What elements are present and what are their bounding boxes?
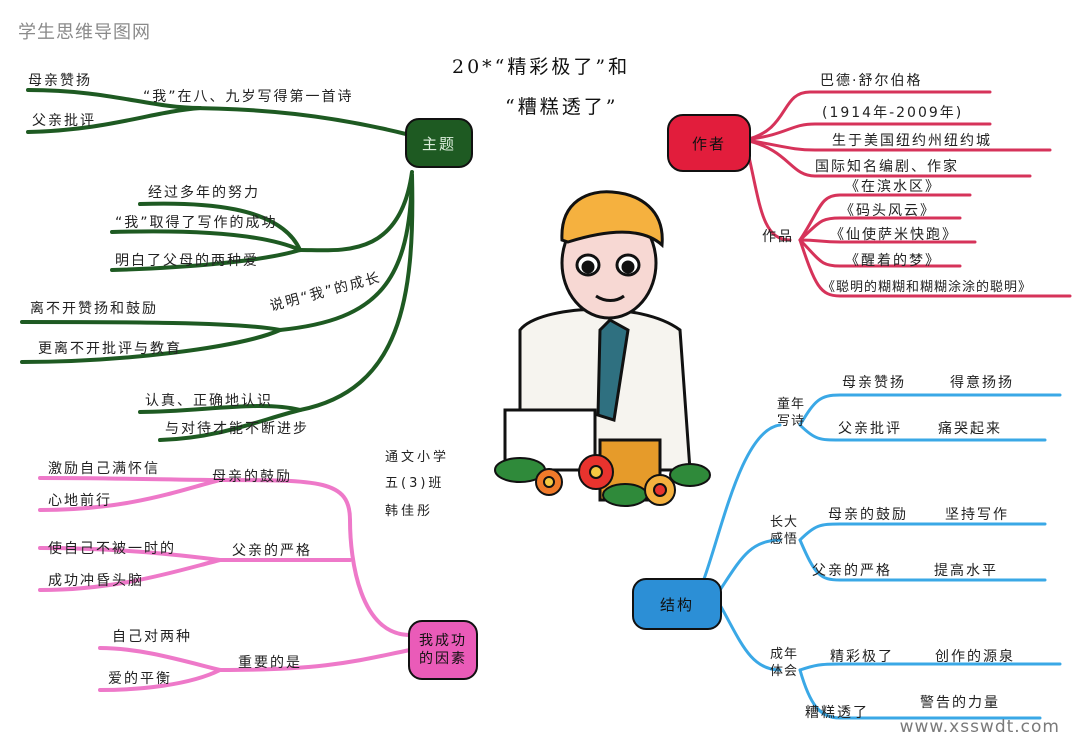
author-node: 作者 — [667, 114, 751, 172]
author-info-3: 生于美国纽约州纽约城 — [832, 133, 992, 149]
author-work-4: 《醒着的梦》 — [845, 253, 941, 269]
author-info-4: 国际知名编剧、作家 — [815, 159, 959, 175]
structure-section-1-name: 童年写诗 — [776, 397, 805, 429]
structure-section-3-name: 成年体会 — [769, 647, 798, 679]
factors-group-2-line-2: 成功冲昏头脑 — [48, 573, 144, 589]
author-node-label: 作者 — [691, 134, 726, 153]
factors-group-3-line-1: 自己对两种 — [112, 629, 192, 645]
flower-decoration — [494, 454, 711, 507]
structure-node-label: 结构 — [659, 595, 694, 614]
theme-item-2: “我”取得了写作的成功 — [115, 215, 278, 231]
structure-s2-row1-a: 母亲的鼓励 — [828, 507, 908, 523]
signature-name: 韩佳彤 — [385, 504, 434, 519]
structure-s3-row2-b: 警告的力量 — [920, 695, 1000, 711]
theme-topic1-left-2: 父亲批评 — [32, 113, 96, 129]
author-info-1: 巴德·舒尔伯格 — [820, 73, 923, 89]
signature-school: 通文小学 — [385, 450, 450, 465]
factors-node-label: 我成功的因素 — [419, 633, 467, 667]
structure-s2-row2-b: 提高水平 — [934, 563, 998, 579]
factors-group-3-line-2: 爱的平衡 — [108, 671, 172, 687]
structure-s1-row2-a: 父亲批评 — [838, 421, 902, 437]
factors-group-3-name: 重要的是 — [238, 655, 302, 671]
theme-lower-1: 认真、正确地认识 — [145, 393, 273, 409]
theme-topic1-left-1: 母亲赞扬 — [28, 73, 92, 89]
author-work-5: 《聪明的糊糊和糊糊涂涂的聪明》 — [822, 280, 1033, 295]
factors-group-1-name: 母亲的鼓励 — [212, 469, 292, 485]
theme-item-3: 明白了父母的两种爱 — [115, 253, 259, 269]
watermark-site-url: www.xsswdt.com — [899, 717, 1060, 737]
structure-s2-row2-a: 父亲的严格 — [812, 563, 892, 579]
student-illustration — [503, 190, 692, 502]
factors-group-2-name: 父亲的严格 — [232, 543, 312, 559]
structure-s1-row2-b: 痛哭起来 — [938, 421, 1002, 437]
structure-s3-row1-a: 精彩极了 — [830, 649, 894, 665]
theme-lower-2: 与对待才能不断进步 — [165, 421, 309, 437]
theme-topic-1: “我”在八、九岁写得第一首诗 — [143, 89, 354, 105]
theme-explain-left-1: 离不开赞扬和鼓励 — [30, 301, 158, 317]
theme-explain-left-2: 更离不开批评与教育 — [38, 341, 182, 357]
signature-class: 五(3)班 — [385, 476, 445, 491]
theme-node-label: 主题 — [421, 134, 456, 153]
title-line-2: “糟糕透了” — [505, 96, 619, 118]
author-info-2: (1914年-2009年) — [822, 105, 964, 121]
structure-s3-row1-b: 创作的源泉 — [935, 649, 1015, 665]
author-work-2: 《码头风云》 — [840, 203, 936, 219]
structure-node: 结构 — [632, 578, 722, 630]
theme-item-1: 经过多年的努力 — [148, 185, 260, 201]
factors-node: 我成功的因素 — [408, 620, 478, 680]
structure-s1-row1-b: 得意扬扬 — [950, 375, 1014, 391]
title-line-1: 20*“精彩极了”和 — [452, 56, 631, 78]
structure-section-2-name: 长大感悟 — [769, 515, 798, 547]
factors-group-2-line-1: 使自己不被一时的 — [48, 541, 176, 557]
structure-s3-row2-a: 糟糕透了 — [805, 705, 869, 721]
author-works-label: 作品 — [762, 229, 794, 245]
structure-s2-row1-b: 坚持写作 — [945, 507, 1009, 523]
factors-group-1-line-2: 心地前行 — [48, 493, 112, 509]
structure-s1-row1-a: 母亲赞扬 — [842, 375, 906, 391]
author-work-1: 《在滨水区》 — [845, 179, 941, 195]
watermark-site-name: 学生思维导图网 — [18, 22, 151, 43]
theme-node: 主题 — [405, 118, 473, 168]
factors-group-1-line-1: 激励自己满怀信 — [48, 461, 160, 477]
author-work-3: 《仙使萨米快跑》 — [830, 227, 958, 243]
